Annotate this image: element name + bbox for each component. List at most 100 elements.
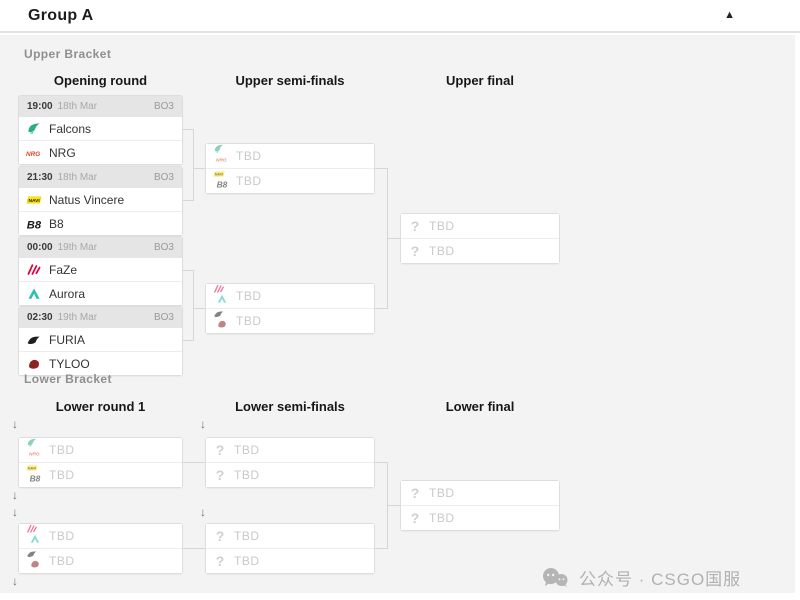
team-row-tbd[interactable]: TBD [19, 524, 182, 548]
team-name: TBD [429, 219, 455, 233]
team-name: NRG [49, 145, 76, 160]
team-row-tbd[interactable]: ? TBD [401, 481, 559, 505]
column-header-upper-final: Upper final [446, 73, 514, 88]
question-icon: ? [215, 467, 225, 483]
team-name: TBD [49, 529, 75, 543]
team-name: Natus Vincere [49, 192, 125, 207]
drop-down-arrow-icon: ↓ [12, 488, 18, 502]
upper-semifinal-card-2[interactable]: TBD TBD [205, 283, 375, 334]
team-row-tbd[interactable]: ? TBD [401, 505, 559, 530]
match-time: 21:30 [27, 172, 53, 183]
match-date: 18th Mar [57, 101, 98, 112]
team-row-tbd[interactable]: ? TBD [206, 462, 374, 487]
match-card-falcons-nrg[interactable]: 19:00 18th Mar BO3 Falcons NRG [18, 95, 183, 165]
bracket-connector [375, 462, 387, 463]
team-row[interactable]: Falcons [19, 117, 182, 140]
nrg-logo-icon [26, 145, 42, 161]
question-icon: ? [410, 243, 420, 259]
team-row[interactable]: B8 [19, 211, 182, 235]
team-row[interactable]: FURIA [19, 328, 182, 351]
question-icon: ? [410, 218, 420, 234]
team-row-tbd[interactable]: TBD [206, 308, 374, 333]
tyloo-logo-icon [26, 356, 42, 372]
team-row-tbd[interactable]: TBD [19, 462, 182, 487]
lower-final-card[interactable]: ? TBD ? TBD [400, 480, 560, 531]
watermark-text: 公众号 · CSGO国服 [579, 570, 742, 589]
team-row-tbd[interactable]: TBD [206, 168, 374, 193]
group-header-bar: Group A ▲ [0, 0, 800, 33]
match-format: BO3 [153, 242, 174, 253]
upper-final-card[interactable]: ? TBD ? TBD [400, 213, 560, 264]
team-name: TBD [234, 443, 260, 457]
column-header-upper-semifinals: Upper semi-finals [235, 73, 345, 88]
team-row-tbd[interactable]: ? TBD [206, 524, 374, 548]
bracket-connector [375, 308, 387, 309]
match-header: 00:00 19th Mar BO3 [19, 237, 182, 258]
drop-down-arrow-icon: ↓ [12, 574, 18, 588]
collapse-caret-icon[interactable]: ▲ [724, 9, 735, 21]
bracket-connector [183, 340, 193, 341]
bracket-connector [183, 200, 193, 201]
team-name: Falcons [49, 121, 92, 136]
nrg-logo-icon [216, 153, 228, 165]
bracket-connector [183, 462, 205, 463]
match-card-furia-tyloo[interactable]: 02:30 19th Mar BO3 FURIA TYLOO [18, 306, 183, 376]
possible-teams-falcons-nrg-icons [26, 439, 42, 461]
match-date: 19th Mar [57, 242, 98, 253]
column-header-lower-round-1: Lower round 1 [55, 399, 146, 414]
drop-down-arrow-icon: ↓ [200, 417, 206, 431]
team-row-tbd[interactable]: TBD [206, 284, 374, 308]
lower-semifinal-card-1[interactable]: ? TBD ? TBD [205, 437, 375, 488]
falcons-logo-icon [26, 121, 42, 137]
match-time: 02:30 [27, 312, 53, 323]
match-date: 18th Mar [57, 172, 98, 183]
team-row[interactable]: Aurora [19, 281, 182, 305]
match-card-faze-aurora[interactable]: 00:00 19th Mar BO3 FaZe Aurora [18, 236, 183, 306]
team-row[interactable]: FaZe [19, 258, 182, 281]
team-name: TBD [236, 314, 262, 328]
bracket-connector [183, 548, 205, 549]
question-icon: ? [215, 442, 225, 458]
upper-bracket-label: Upper Bracket [24, 47, 112, 61]
bracket-connector [183, 129, 193, 130]
navi-logo-icon [26, 192, 42, 208]
upper-semifinal-card-1[interactable]: TBD TBD [205, 143, 375, 194]
match-date: 19th Mar [57, 312, 98, 323]
possible-teams-faze-aurora-icons [213, 285, 229, 307]
bracket-connector [375, 548, 387, 549]
team-row-tbd[interactable]: ? TBD [206, 438, 374, 462]
team-row[interactable]: Natus Vincere [19, 188, 182, 211]
match-card-navi-b8[interactable]: 21:30 18th Mar BO3 Natus Vincere B8 [18, 166, 183, 236]
team-row[interactable]: NRG [19, 140, 182, 164]
bracket-connector [193, 129, 194, 201]
bracket-connector [183, 270, 193, 271]
column-header-lower-final: Lower final [445, 399, 515, 414]
aurora-logo-icon [216, 293, 228, 305]
team-row-tbd[interactable]: ? TBD [206, 548, 374, 573]
column-header-opening-round: Opening round [53, 73, 148, 88]
lower-semifinal-card-2[interactable]: ? TBD ? TBD [205, 523, 375, 574]
team-name: TBD [236, 174, 262, 188]
team-row-tbd[interactable]: TBD [19, 438, 182, 462]
lower-round1-card-1[interactable]: TBD TBD [18, 437, 183, 488]
b8-logo-icon [29, 472, 41, 484]
team-name: Aurora [49, 286, 86, 301]
drop-down-arrow-icon: ↓ [12, 417, 18, 431]
team-row-tbd[interactable]: TBD [19, 548, 182, 573]
team-row-tbd[interactable]: TBD [206, 144, 374, 168]
group-title: Group A [28, 7, 94, 24]
match-time: 00:00 [27, 242, 53, 253]
bracket-connector [193, 168, 205, 169]
team-name: FURIA [49, 332, 85, 347]
match-format: BO3 [153, 172, 174, 183]
possible-teams-navi-b8-icons [213, 170, 229, 192]
team-row[interactable]: TYLOO [19, 351, 182, 375]
possible-teams-navi-b8-icons [26, 464, 42, 486]
lower-bracket-label: Lower Bracket [24, 372, 112, 386]
team-row-tbd[interactable]: ? TBD [401, 214, 559, 238]
lower-round1-card-2[interactable]: TBD TBD [18, 523, 183, 574]
team-name: TBD [236, 289, 262, 303]
team-row-tbd[interactable]: ? TBD [401, 238, 559, 263]
match-time: 19:00 [27, 101, 53, 112]
b8-logo-icon [216, 178, 228, 190]
